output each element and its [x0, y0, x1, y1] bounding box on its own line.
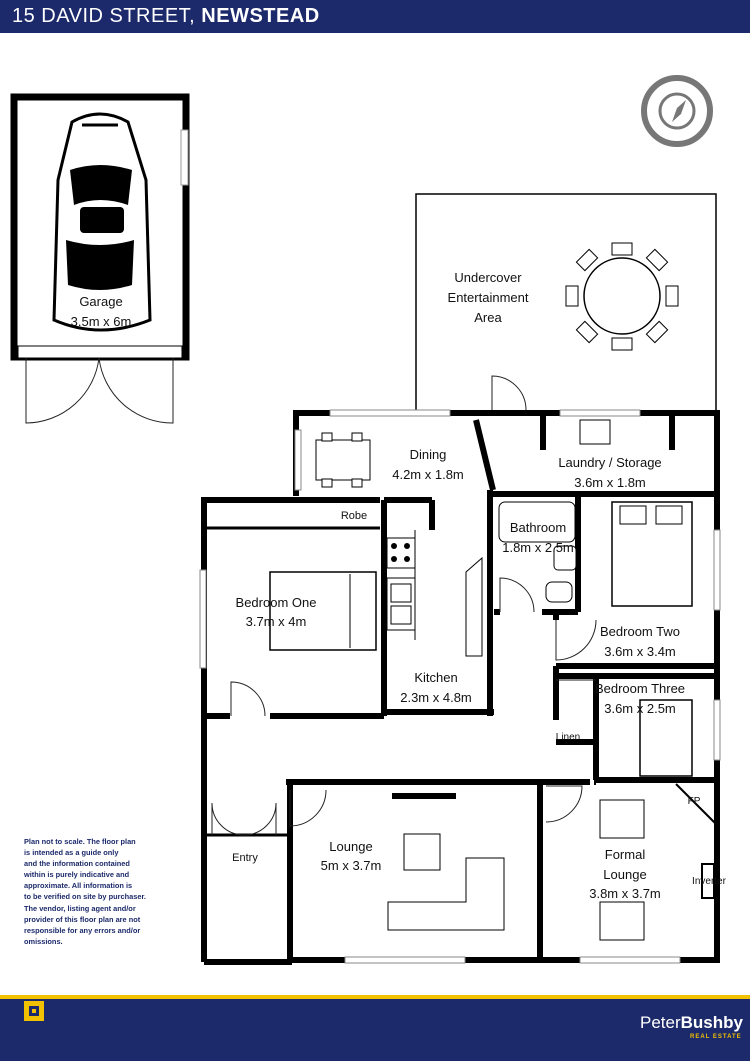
- robe-label: Robe: [341, 510, 367, 522]
- formal-lounge-label-1: Formal: [605, 847, 646, 862]
- undercover-label-1: Undercover: [454, 270, 522, 285]
- bathroom-size: 1.8m x 2.5m: [502, 540, 574, 555]
- garage: [10, 93, 190, 424]
- entry-label: Entry: [232, 852, 258, 864]
- brand-first: Peter: [640, 1013, 681, 1032]
- address-suburb: NEWSTEAD: [201, 5, 320, 27]
- bed-icon: [639, 699, 693, 777]
- kitchen-sink-icon: [386, 577, 416, 631]
- address-street: 15 DAVID STREET,: [12, 5, 196, 27]
- kitchen-size: 2.3m x 4.8m: [400, 690, 472, 705]
- garage-size: 3.5m x 6m: [71, 314, 132, 329]
- header-bar: 15 DAVID STREET, NEWSTEAD: [0, 0, 750, 33]
- bedroom-two-size: 3.6m x 3.4m: [604, 644, 676, 659]
- brand-subtitle: REAL ESTATE: [690, 1034, 742, 1040]
- undercover-area: [415, 193, 717, 410]
- laundry-size: 3.6m x 1.8m: [574, 475, 646, 490]
- toilet-icon: [545, 581, 573, 603]
- formal-lounge-size: 3.8m x 3.7m: [589, 886, 661, 901]
- brand-logo: PeterBushby: [640, 1013, 743, 1033]
- outdoor-dining-table: [565, 242, 679, 351]
- sofa-icon: [387, 857, 505, 931]
- brand-second: Bushby: [680, 1013, 743, 1032]
- inverter-icon: [701, 863, 715, 899]
- bedroom-three-size: 3.6m x 2.5m: [604, 701, 676, 716]
- undercover-label-2: Entertainment: [448, 290, 529, 305]
- kitchen-stove-icon: [386, 537, 416, 569]
- property-address: 15 DAVID STREET, NEWSTEAD: [12, 5, 320, 28]
- car-icon: [52, 112, 152, 332]
- kitchen-bench: [414, 530, 483, 657]
- linen-label: Linen: [556, 732, 580, 743]
- bed-icon: [611, 501, 693, 607]
- laundry-label: Laundry / Storage: [558, 455, 661, 470]
- windows: [199, 409, 721, 964]
- doors: [211, 375, 597, 836]
- dining-table: [315, 432, 371, 488]
- kitchen-label: Kitchen: [414, 670, 457, 685]
- basin-icon: [553, 545, 577, 571]
- armchair-icon: [599, 799, 645, 941]
- bathtub-icon: [498, 501, 576, 543]
- dining-label: Dining: [410, 447, 447, 462]
- logo-square-icon: [24, 1001, 44, 1021]
- formal-lounge-label-2: Lounge: [603, 867, 646, 882]
- disclaimer-text: Plan not to scale. The floor plan is int…: [24, 837, 146, 946]
- lounge-label: Lounge: [329, 839, 372, 854]
- tv-icon: [392, 793, 456, 799]
- footer-stripe: [0, 995, 750, 999]
- bedroom-three-label: Bedroom Three: [595, 681, 685, 696]
- dining-size: 4.2m x 1.8m: [392, 467, 464, 482]
- laundry-tub-icon: [579, 419, 611, 445]
- bedroom-two-label: Bedroom Two: [600, 624, 680, 639]
- fireplace-icon: [675, 783, 717, 825]
- fp-label: FP: [688, 796, 701, 807]
- garage-label: Garage: [79, 294, 122, 309]
- coffee-table: [403, 833, 441, 871]
- bedroom-one-label: Bedroom One: [236, 595, 317, 610]
- undercover-label-3: Area: [474, 310, 502, 325]
- bedroom-one-size: 3.7m x 4m: [246, 614, 307, 629]
- lounge-size: 5m x 3.7m: [321, 858, 382, 873]
- inverter-label: Inverter: [692, 876, 727, 887]
- bed-icon: [269, 571, 377, 651]
- footer-bar: [0, 995, 750, 1061]
- bathroom-label: Bathroom: [510, 520, 566, 535]
- compass-icon: [641, 75, 713, 147]
